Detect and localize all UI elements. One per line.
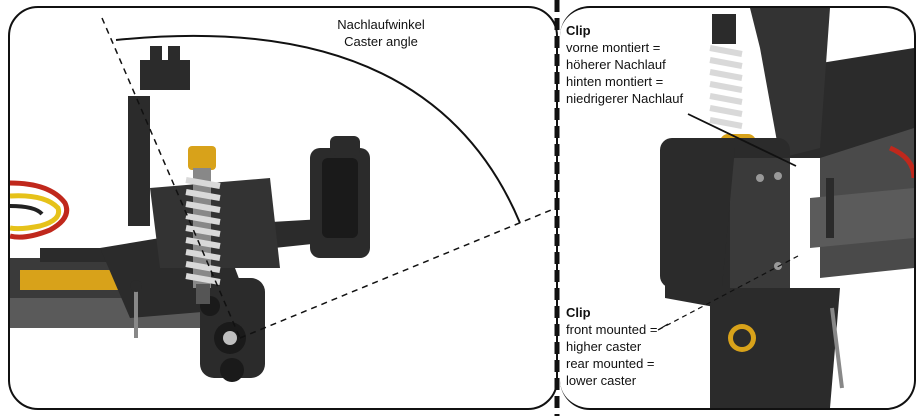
clip-note-german-line-4: niedrigerer Nachlauf — [566, 91, 684, 106]
wires-right — [888, 145, 914, 179]
clip-note-english: Clip front mounted = higher caster rear … — [566, 304, 657, 389]
shock-absorber — [185, 146, 221, 304]
clip-note-english-line-4: lower caster — [566, 373, 637, 388]
caster-label-english: Caster angle — [344, 34, 418, 49]
shock-tower-right — [750, 8, 830, 158]
link-rod-lower — [830, 307, 844, 389]
turnbuckle — [130, 280, 142, 338]
clip-note-english-line-3: rear mounted = — [566, 356, 655, 371]
clip-note-german-title: Clip — [566, 23, 591, 38]
left-illustration — [10, 17, 556, 382]
clip-note-english-line-1: front mounted = — [566, 322, 658, 337]
clip-pointer-lines — [657, 113, 799, 331]
lower-front — [710, 288, 840, 408]
clip-note-german: Clip vorne montiert = höherer Nachlauf h… — [566, 22, 683, 107]
clip-note-english-line-2: higher caster — [566, 339, 642, 354]
clip-note-german-line-3: hinten montiert = — [566, 74, 664, 89]
gold-part-center — [733, 329, 751, 347]
caster-angle-panel — [8, 6, 558, 410]
clip-note-german-line-1: vorne montiert = — [566, 40, 661, 55]
hub-carrier — [200, 278, 265, 382]
clip-note-english-title: Clip — [566, 305, 591, 320]
right-illustration — [657, 8, 914, 408]
lower-arm-right — [665, 148, 735, 308]
caster-label-german: Nachlaufwinkel — [337, 17, 425, 32]
caster-angle-lines — [101, 17, 556, 339]
wires — [10, 180, 70, 240]
steering-knuckle — [310, 136, 370, 258]
carbon-plate — [810, 118, 914, 278]
clip-panel — [560, 6, 916, 410]
panel-divider — [554, 0, 560, 416]
caster-angle-caption: Nachlaufwinkel Caster angle — [306, 16, 456, 50]
clip-note-german-line-2: höherer Nachlauf — [566, 57, 666, 72]
